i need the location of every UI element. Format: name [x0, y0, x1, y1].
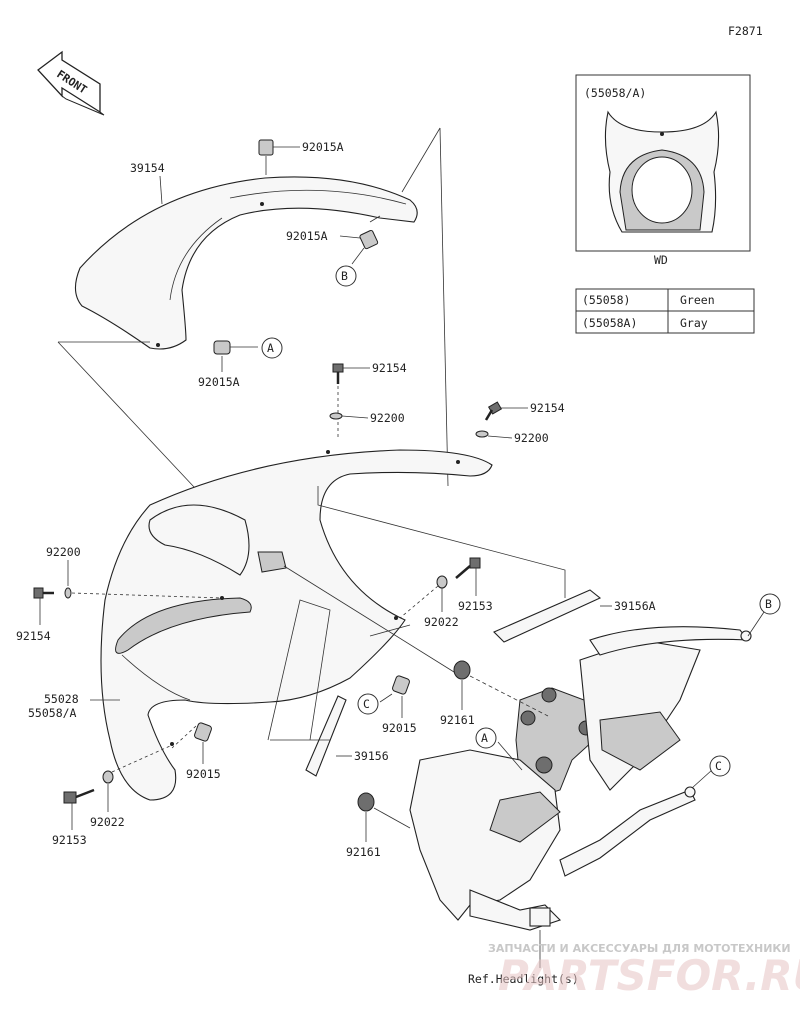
- grommet-92015A-low: [213, 340, 258, 372]
- label-55058A: 55058/A: [28, 706, 77, 720]
- label-92015A-low: 92015A: [198, 375, 240, 389]
- trim-strip-39156A: [493, 589, 602, 643]
- screw-92153-b: [63, 788, 95, 830]
- windscreen-39154: [74, 176, 418, 350]
- svg-text:A: A: [481, 731, 488, 745]
- trim-strip-39156: [305, 695, 347, 777]
- washer-92200-b: [475, 430, 513, 439]
- upper-cowl-55028: [100, 449, 493, 801]
- label-92161-b: 92161: [346, 845, 381, 859]
- watermark-brand: PARTSFOR.RU: [498, 951, 800, 1000]
- watermark-tagline: ЗАПЧАСТИ И АКСЕССУАРЫ ДЛЯ МОТОТЕХНИКИ: [488, 942, 791, 955]
- reference-note: Ref.Headlight(s): [468, 972, 579, 986]
- color-table-part-1: (55058): [582, 293, 630, 307]
- screw-92153-a: [455, 557, 481, 596]
- label-39156A: 39156A: [614, 599, 656, 613]
- collar-92015-b: [171, 722, 212, 764]
- svg-text:C: C: [715, 759, 722, 773]
- svg-text:C: C: [363, 697, 370, 711]
- label-92022-a: 92022: [424, 615, 459, 629]
- callout-c-right: C: [709, 755, 731, 777]
- grommet-92015A-mid: [339, 215, 381, 265]
- label-92153-b: 92153: [52, 833, 87, 847]
- label-39156: 39156: [354, 749, 389, 763]
- color-table: (55058) Green (55058A) Gray: [575, 288, 755, 334]
- screw-92154-b: [484, 401, 528, 421]
- color-table-color-2: Gray: [680, 316, 708, 330]
- label-92015A-top: 92015A: [302, 140, 344, 154]
- label-39154: 39154: [130, 161, 165, 175]
- label-92200-a: 92200: [370, 411, 405, 425]
- svg-text:B: B: [341, 269, 348, 283]
- color-table-color-1: Green: [680, 293, 715, 307]
- callout-a-lower: A: [475, 727, 497, 749]
- front-arrow-icon: FRONT: [37, 50, 105, 116]
- inset-title: (55058/A): [584, 86, 646, 100]
- label-92200-c: 92200: [46, 545, 81, 559]
- inset-caption: WD: [654, 253, 668, 267]
- washer-92200-c: [64, 560, 223, 599]
- washer-92200-a: [329, 412, 369, 420]
- label-92015A-mid: 92015A: [286, 229, 328, 243]
- label-92015-a: 92015: [382, 721, 417, 735]
- washer-92022-b: [102, 745, 171, 812]
- label-92153-a: 92153: [458, 599, 493, 613]
- collar-92015-a: [379, 675, 410, 718]
- label-92161-a: 92161: [440, 713, 475, 727]
- label-92022-b: 92022: [90, 815, 125, 829]
- callout-b-right: B: [759, 593, 781, 615]
- screw-92154-c: [33, 587, 54, 625]
- label-92154-b: 92154: [530, 401, 565, 415]
- label-92015-b: 92015: [186, 767, 221, 781]
- label-92200-b: 92200: [514, 431, 549, 445]
- svg-text:A: A: [267, 341, 274, 355]
- washer-92022-a: [399, 575, 448, 619]
- color-table-part-2: (55058A): [582, 316, 637, 330]
- screw-92154-a: [332, 363, 370, 440]
- callout-c-left: C: [357, 693, 379, 715]
- svg-text:B: B: [765, 597, 772, 611]
- callout-b-upper: B: [335, 265, 357, 287]
- mounting-bracket: [409, 626, 752, 931]
- grommet-92015A-top: [258, 139, 300, 175]
- label-55028: 55028: [44, 692, 79, 706]
- label-92154-c: 92154: [16, 629, 51, 643]
- figure-code: F2871: [728, 24, 763, 38]
- label-92154-a: 92154: [372, 361, 407, 375]
- grommet-92161-b: [357, 792, 411, 842]
- grommet-92161-a: [283, 565, 549, 717]
- inset-box: (55058/A) WD: [575, 74, 751, 267]
- callout-a-upper: A: [261, 337, 283, 359]
